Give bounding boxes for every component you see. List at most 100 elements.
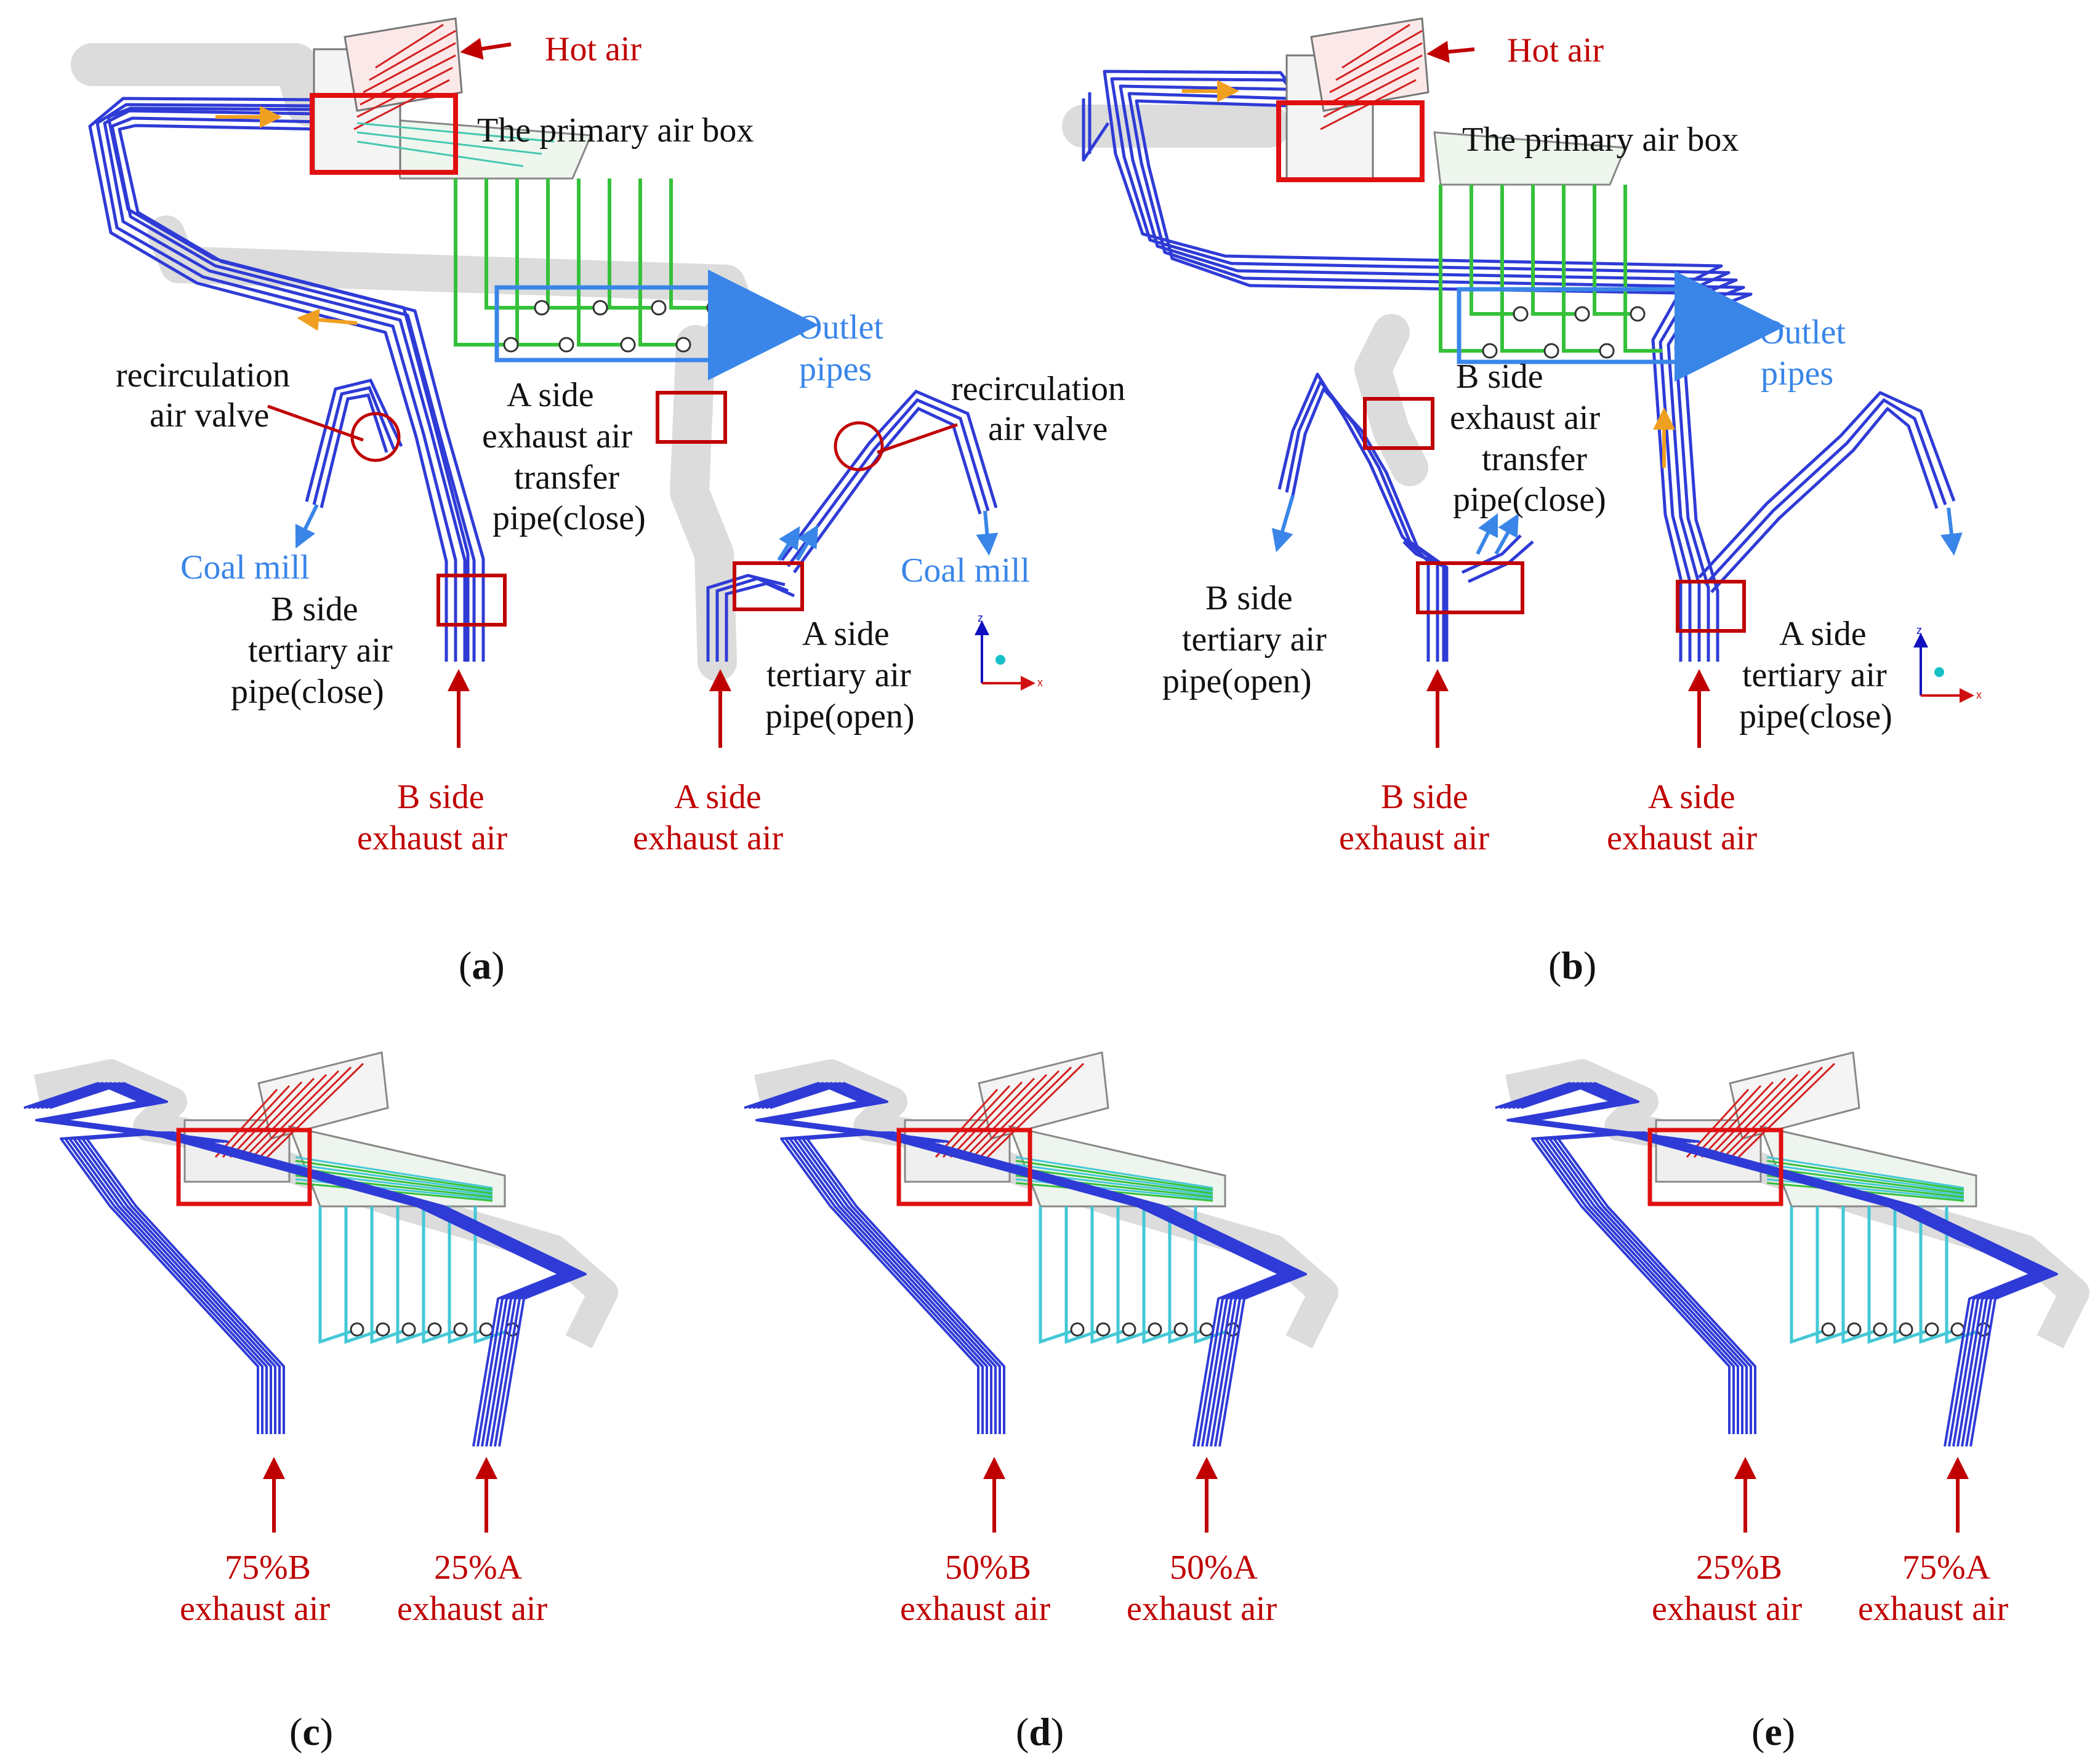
box-streamline <box>1015 1160 1213 1191</box>
transfer-4: pipe(close) <box>1453 481 1606 519</box>
coal-mill-right: Coal mill <box>901 551 1030 590</box>
outlet-nozzle <box>1096 1322 1111 1337</box>
b-tertiary-1: B side <box>1205 579 1293 617</box>
panel-d-right-2: exhaust air <box>1127 1590 1277 1628</box>
transfer-2: exhaust air <box>482 417 632 455</box>
coal-mill-left: Coal mill <box>180 548 310 587</box>
hot-air-streamline <box>1700 1081 1774 1158</box>
outlet-nozzle <box>401 1322 416 1337</box>
hot-air-streamline <box>979 1066 1072 1158</box>
hot-air-streamline <box>222 1084 291 1158</box>
a-tertiary-1: A side <box>802 615 890 653</box>
valve-icon <box>834 421 884 471</box>
panel-e-left-2: exhaust air <box>1652 1590 1802 1628</box>
axis-z-label: z <box>978 612 983 624</box>
a-tertiary-2: tertiary air <box>766 656 911 694</box>
caption-e: (e) <box>1751 1710 1795 1754</box>
hot-air-streamline <box>236 1077 315 1158</box>
outlet-pipe <box>370 1206 409 1344</box>
box-streamline <box>1766 1163 1964 1193</box>
b-tertiary-2: tertiary air <box>248 631 393 670</box>
flow-streamline <box>806 1131 1307 1447</box>
box-streamline <box>1766 1156 1964 1189</box>
outlet-nozzle <box>1899 1322 1913 1337</box>
flow-arrow-icon <box>297 308 358 331</box>
outlet-pipe <box>1064 1206 1104 1344</box>
box-streamline <box>1015 1156 1213 1189</box>
transfer-1: B side <box>1456 358 1543 396</box>
caption-c: (c) <box>289 1710 333 1754</box>
outlet-pipe <box>1090 1206 1130 1344</box>
outlet-pipe <box>318 1206 358 1344</box>
outlet-label-1: Outlet <box>797 308 883 347</box>
outlet-pipe <box>1039 1206 1078 1344</box>
hot-air-streamline <box>964 1073 1048 1158</box>
b-exhaust-1: B side <box>1381 778 1468 816</box>
outlet-pipe <box>1790 1206 1829 1344</box>
outlet-nozzle <box>1173 1322 1188 1337</box>
box-streamline <box>295 1156 493 1189</box>
panel-d-right-1: 50%A <box>1170 1549 1258 1587</box>
hot-air-streamline <box>244 1073 328 1158</box>
flow-arrow-icon <box>1494 513 1519 555</box>
air-box-highlight <box>1647 1128 1783 1206</box>
outlet-nozzle <box>1873 1322 1888 1337</box>
coordinate-axes-icon: z x <box>975 612 1043 691</box>
outlet-nozzle <box>1199 1322 1214 1337</box>
hot-air-label: Hot air <box>1507 31 1604 70</box>
panel-e-right-1: 75%A <box>1902 1549 1991 1587</box>
hot-air-label: Hot air <box>545 30 641 68</box>
outlet-nozzle <box>1950 1322 1965 1337</box>
a-tertiary-2: tertiary air <box>1742 656 1887 694</box>
caption-d: (d) <box>1016 1710 1064 1754</box>
outlet-nozzle <box>479 1322 494 1337</box>
flow-streamline <box>1557 1131 2058 1447</box>
transfer-2: exhaust air <box>1450 399 1600 437</box>
leaders-a <box>267 404 958 454</box>
coordinate-axes-icon: z x <box>1913 624 1982 703</box>
a-exhaust-1: A side <box>674 778 762 816</box>
panel-c-right-2: exhaust air <box>397 1590 547 1628</box>
outlet-nozzle <box>453 1322 468 1337</box>
outlet-pipe <box>1841 1206 1881 1344</box>
panel-c-left-1: 75%B <box>225 1549 311 1587</box>
box-streamline <box>1766 1167 1964 1195</box>
a-tertiary-3: pipe(open) <box>765 697 915 736</box>
box-streamline <box>295 1163 493 1193</box>
hot-air-streamline <box>1730 1066 1824 1158</box>
flow-arrow-icon <box>795 524 819 561</box>
panel-b: z x Hot air The primary air box Outlet p… <box>1062 17 1982 987</box>
flow-arrow-icon <box>777 526 800 561</box>
small-panels <box>23 1051 2089 1533</box>
hot-air-streamline <box>971 1070 1060 1158</box>
primary-air-box-a <box>313 17 593 180</box>
outlet-nozzles-b <box>1482 306 1646 359</box>
hot-air-streamline <box>229 1081 303 1158</box>
coal-mill-branch-left-a <box>305 379 403 508</box>
air-box-label: The primary air box <box>477 111 754 150</box>
outlet-nozzle <box>1122 1322 1136 1337</box>
panel-c-right-1: 25%A <box>434 1549 523 1587</box>
panel-d-left-1: 50%B <box>945 1549 1031 1587</box>
box-streamline <box>1766 1160 1964 1191</box>
panel-a: z x Hot air The primary air box Outlet p… <box>71 17 1125 987</box>
axis-x-label: x <box>1976 689 1982 701</box>
hot-air-streamline <box>1708 1077 1787 1158</box>
air-box-highlight <box>896 1128 1032 1206</box>
b-tertiary-1: B side <box>271 590 358 628</box>
a-exhaust-2: exhaust air <box>633 819 783 857</box>
outlet-nozzle <box>1225 1322 1240 1337</box>
outlet-nozzle <box>1976 1322 1991 1337</box>
hot-air-streamline <box>251 1070 340 1158</box>
panel-d-view <box>744 1051 1338 1533</box>
hot-air-streamline <box>266 1062 364 1158</box>
panel-e-left-1: 25%B <box>1696 1549 1782 1587</box>
a-tertiary-1: A side <box>1779 615 1867 653</box>
hot-air-streamline <box>1715 1073 1799 1158</box>
panel-d-left-2: exhaust air <box>900 1590 1050 1628</box>
a-exhaust-1: A side <box>1648 778 1735 816</box>
highlight-boxes-a <box>310 93 884 627</box>
outlet-pipe <box>1816 1206 1855 1344</box>
outlet-nozzle <box>1821 1322 1836 1337</box>
